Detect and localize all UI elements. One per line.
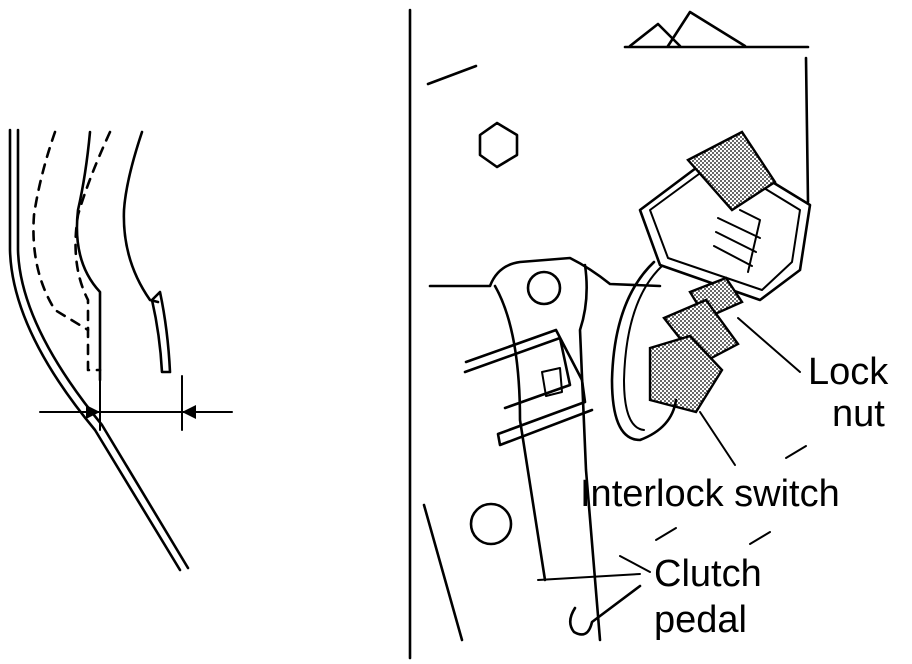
leader-tick-2 — [749, 531, 771, 545]
switch-wire-loop-inner — [623, 265, 663, 431]
switch-plunger-assembly — [648, 334, 724, 414]
pedal-arm-dashed-outer — [32, 130, 90, 332]
u-clip-slot — [541, 367, 563, 397]
interlock-switch-view — [408, 8, 812, 660]
lower-bolt-hole — [469, 502, 513, 546]
pedal-side-view — [8, 128, 233, 572]
switch-wire-loop — [610, 260, 678, 442]
pedal-arm-rear — [122, 130, 160, 304]
clutch-pedal-label-line2: pedal — [654, 599, 747, 641]
leader-tick-1 — [785, 445, 807, 459]
interlock-switch-body — [686, 130, 777, 212]
pivot-circle — [526, 270, 562, 306]
lock-nut-label-line1: Lock — [808, 351, 889, 393]
u-clip-bracket — [463, 328, 594, 447]
hex-bolt-icon — [478, 121, 519, 169]
leader-lock-nut — [737, 317, 801, 373]
leader-interlock-switch — [699, 411, 736, 466]
pedal-pad — [150, 290, 172, 374]
pedal-crossbar — [537, 573, 641, 581]
pedal-arm-solid — [75, 130, 102, 382]
dimension-arrow-left-icon — [86, 405, 100, 419]
frame-top-slash — [426, 64, 478, 86]
leader-clutch-pedal — [619, 555, 651, 573]
dimension-arrow-right-icon — [182, 405, 196, 419]
leader-tick-3 — [655, 527, 677, 541]
floor-panel-inner — [16, 128, 190, 570]
interlock-switch-label: Interlock switch — [580, 473, 840, 515]
switch-threads — [713, 209, 761, 273]
lock-nut-label-line2: nut — [832, 393, 885, 435]
pedal-tab — [568, 584, 642, 636]
frame-bottom-left — [422, 503, 464, 642]
pedal-arm-dashed-inner — [74, 130, 112, 372]
pedal-lever — [493, 263, 602, 642]
right-edge — [804, 56, 810, 204]
clutch-pedal-label-line1: Clutch — [654, 553, 762, 595]
top-triangles — [628, 10, 747, 48]
floor-panel-outer — [8, 128, 182, 572]
bracket-top-edge — [428, 256, 662, 288]
